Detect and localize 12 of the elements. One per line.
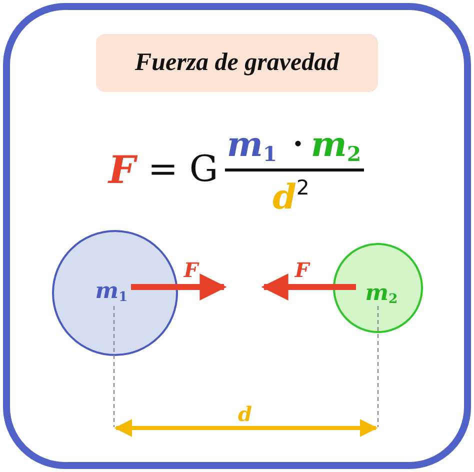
- formula-variable: F: [108, 151, 136, 189]
- title-banner: Fuerza de gravedad: [96, 34, 378, 92]
- formula-operator: ·: [292, 130, 304, 160]
- force-label: F: [294, 260, 310, 280]
- formula-variable: m$_{2}$: [310, 128, 362, 164]
- distance-label: d: [238, 404, 252, 424]
- formula-variable: m$_{1}$: [226, 128, 278, 164]
- force-label: F: [184, 260, 198, 280]
- formula-term: = G: [148, 152, 218, 188]
- mass-label: m$_{1}$: [95, 279, 128, 304]
- formula-variable: d$^{2}$: [272, 177, 310, 215]
- mass-label: m$_{2}$: [365, 281, 398, 306]
